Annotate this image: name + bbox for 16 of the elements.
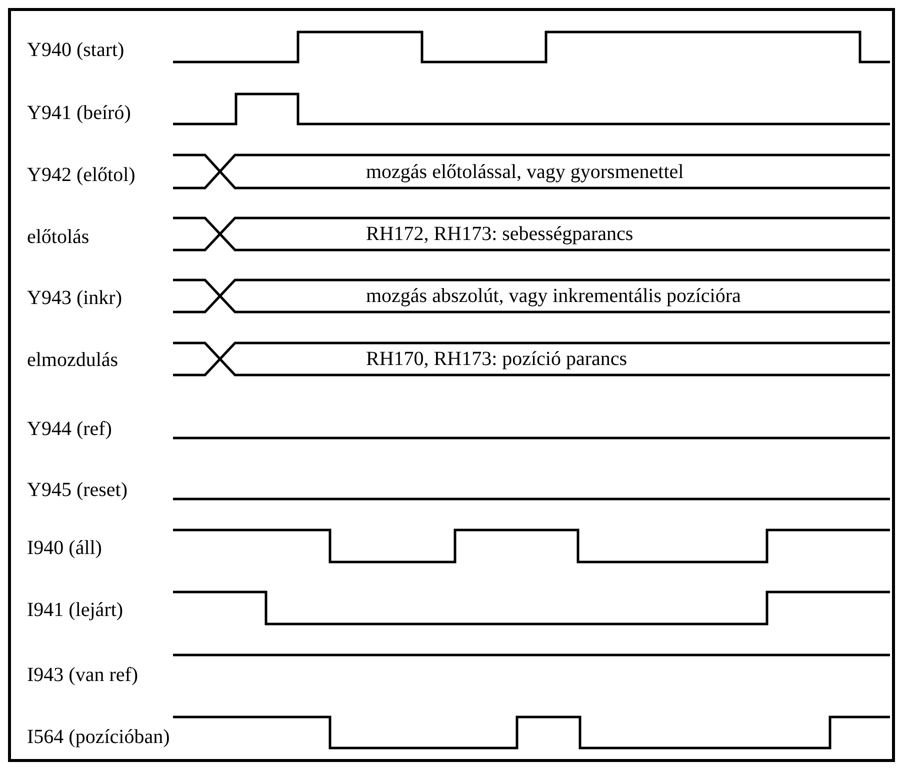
signal-name: I943 (van ref) [27, 663, 138, 687]
bus-value-text: RH172, RH173: sebességparancs [366, 222, 634, 246]
signal-name: Y945 (reset) [27, 478, 128, 502]
signal-name: Y944 (ref) [27, 417, 112, 441]
signal-name: Y942 (előtol) [27, 163, 136, 187]
signal-name: I941 (lejárt) [27, 598, 124, 622]
bus-value-text: mozgás abszolút, vagy inkrementális pozícióra [366, 284, 741, 308]
signal-name: I564 (pozícióban) [27, 725, 170, 749]
bus-value-text: mozgás előtolással, vagy gyorsmenettel [366, 160, 684, 184]
signal-name: elmozdulás [27, 348, 118, 372]
signal-name: előtolás [27, 225, 90, 249]
signal-name: Y940 (start) [27, 38, 124, 62]
signal-name: I940 (áll) [27, 536, 102, 560]
signal-name: Y943 (inkr) [27, 286, 122, 310]
bus-value-text: RH170, RH173: pozíció parancs [366, 347, 628, 371]
signal-name: Y941 (beíró) [27, 101, 131, 125]
